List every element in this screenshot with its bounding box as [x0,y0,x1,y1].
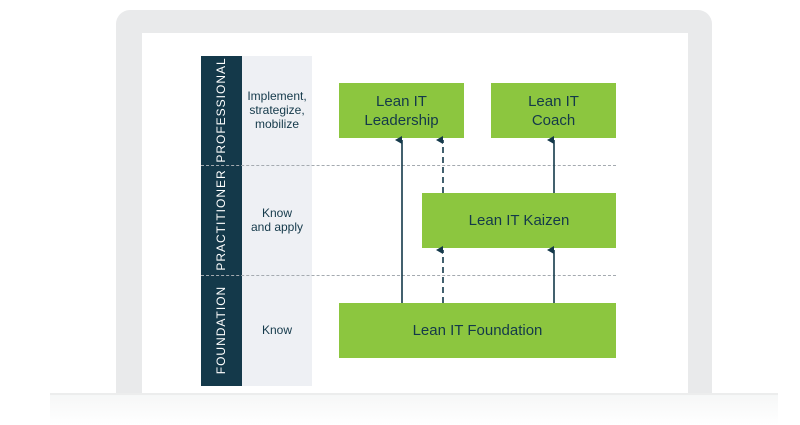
lean-it-kaizen-box: Lean IT Kaizen [422,193,616,248]
laptop-base [50,393,778,395]
lean-it-foundation-box: Lean IT Foundation [339,303,616,358]
level-bar [201,56,242,386]
lean-it-leadership-box: Lean IT Leadership [339,83,464,138]
lean-it-coach-box: Lean IT Coach [491,83,616,138]
divider-practitioner-foundation [201,275,616,276]
level-description-practitioner: Know and apply [250,206,304,234]
level-description-professional: Implement, strategize, mobilize [247,89,307,131]
laptop-base-shadow [50,395,778,425]
divider-professional-practitioner [201,165,616,166]
level-description-foundation: Know [261,323,293,337]
description-column [242,56,312,386]
